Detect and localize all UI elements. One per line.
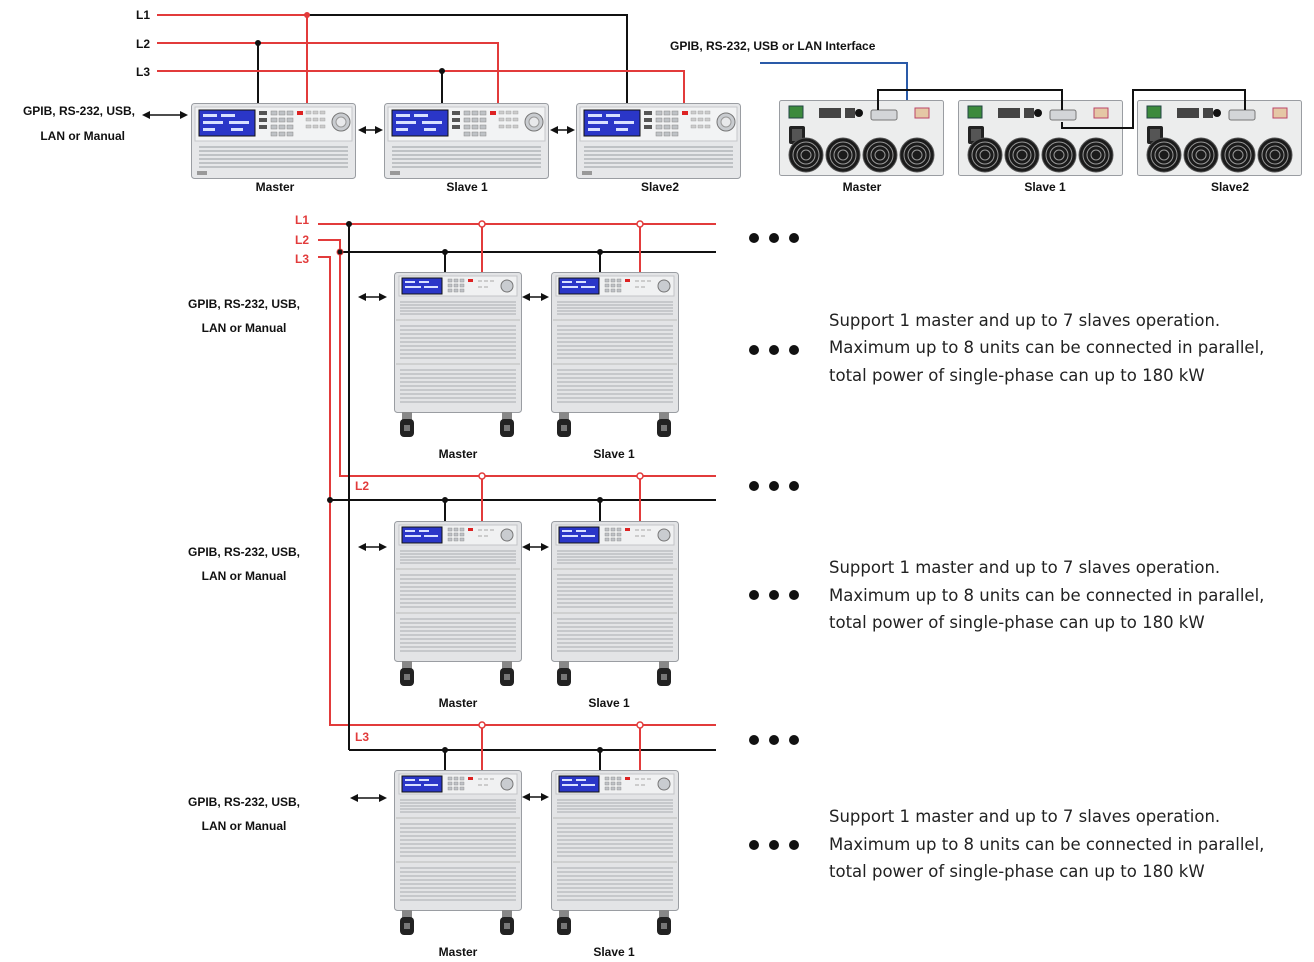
line-label-l2: L2 [136, 37, 150, 51]
line-label-l3: L3 [295, 252, 309, 266]
ellipsis-dots [749, 481, 799, 600]
description-line: total power of single-phase can up to 18… [829, 613, 1205, 632]
description-line: Maximum up to 8 units can be connected i… [829, 586, 1264, 605]
interface-line [760, 62, 908, 103]
slave1-unit [551, 272, 679, 438]
line-label-l1: L1 [295, 213, 309, 227]
control-label: GPIB, RS-232, USB, [23, 104, 135, 118]
unit-label-slave1: Slave 1 [593, 945, 635, 959]
phase-lines: L1 L2 L3 [136, 8, 685, 103]
control-label: GPIB, RS-232, USB, [188, 795, 300, 809]
line-label-l2: L2 [355, 479, 369, 493]
unit-label-slave2: Slave2 [641, 180, 679, 194]
link-cable [1061, 89, 1246, 129]
description-line: Maximum up to 8 units can be connected i… [829, 835, 1264, 854]
group-3: L3 GPIB, RS-232, USB, LAN or Manual Mast… [188, 721, 1264, 959]
control-label-2: LAN or Manual [202, 321, 287, 335]
unit-label-slave1: Slave 1 [593, 447, 635, 461]
l1-line [157, 14, 628, 103]
unit-label-master: Master [439, 696, 478, 710]
slave1-unit [551, 770, 679, 936]
control-label: GPIB, RS-232, USB, [188, 297, 300, 311]
slave2-unit-front [576, 103, 741, 179]
top-right-rear-setup: GPIB, RS-232, USB or LAN Interface Maste… [670, 39, 1302, 194]
slave1-unit-front [384, 103, 549, 179]
unit-label-master: Master [843, 180, 882, 194]
description-line: total power of single-phase can up to 18… [829, 366, 1205, 385]
line-label-l1: L1 [136, 8, 150, 22]
unit-label-slave1: Slave 1 [446, 180, 488, 194]
link-cable [877, 89, 1063, 110]
master-unit-rear [779, 100, 944, 176]
ellipsis-dots [749, 735, 799, 850]
slave2-unit-rear [1137, 100, 1302, 176]
line-label-l3: L3 [355, 730, 369, 744]
l3-line [157, 70, 685, 103]
line-label-l2: L2 [295, 233, 309, 247]
description-line: Support 1 master and up to 7 slaves oper… [829, 807, 1220, 826]
group-1: GPIB, RS-232, USB, LAN or Manual Master … [188, 220, 1264, 461]
top-left-bench-setup: L1 L2 L3 GPIB, RS-232, USB, LAN or Manua… [23, 8, 741, 194]
slave1-unit-rear [958, 100, 1123, 176]
master-unit [394, 770, 522, 936]
description-line: Maximum up to 8 units can be connected i… [829, 338, 1264, 357]
unit-label-slave2: Slave2 [1211, 180, 1249, 194]
description-line: total power of single-phase can up to 18… [829, 862, 1205, 881]
unit-label-master: Master [256, 180, 295, 194]
control-label-2: LAN or Manual [202, 819, 287, 833]
group-2: L2 GPIB, RS-232, USB, LAN or Manual Mast… [188, 472, 1264, 710]
unit-label-master: Master [439, 945, 478, 959]
l2-line [157, 42, 499, 103]
control-label: GPIB, RS-232, USB, [188, 545, 300, 559]
interface-label: GPIB, RS-232, USB or LAN Interface [670, 39, 876, 53]
slave1-unit [551, 521, 679, 687]
unit-label-master: Master [439, 447, 478, 461]
master-unit [394, 272, 522, 438]
master-unit [394, 521, 522, 687]
control-label-2: LAN or Manual [202, 569, 287, 583]
unit-label-slave1: Slave 1 [1024, 180, 1066, 194]
description-line: Support 1 master and up to 7 slaves oper… [829, 558, 1220, 577]
master-unit-front [191, 103, 356, 179]
unit-label-slave1: Slave 1 [588, 696, 630, 710]
control-label-2: LAN or Manual [40, 129, 125, 143]
description-line: Support 1 master and up to 7 slaves oper… [829, 311, 1220, 330]
line-label-l3: L3 [136, 65, 150, 79]
ellipsis-dots [749, 233, 799, 355]
three-phase-feed: L1 L2 L3 [295, 213, 716, 751]
